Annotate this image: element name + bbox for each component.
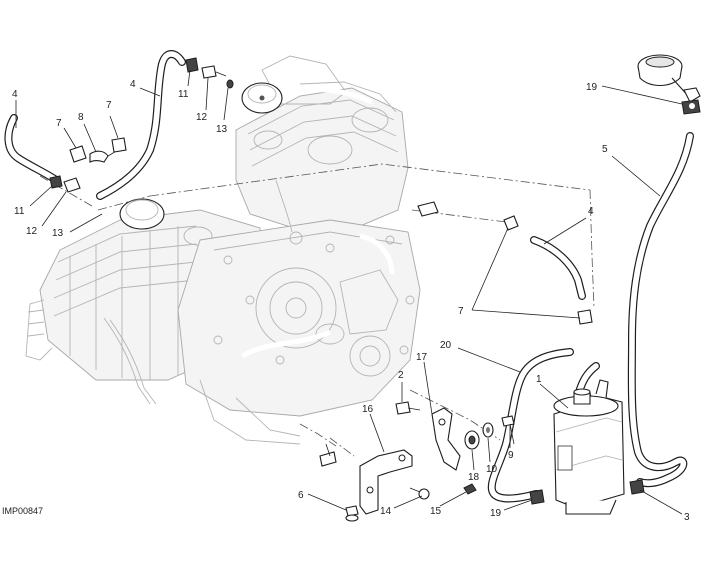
callout-13: 13 [216, 124, 228, 135]
washer-13-top [226, 79, 234, 89]
callout-4: 4 [130, 79, 136, 90]
clamp-3 [629, 479, 645, 495]
hose-4-upper [96, 50, 186, 200]
callout-4: 4 [588, 206, 594, 217]
clamp-19-lower [529, 489, 545, 505]
callout-15: 15 [430, 506, 442, 517]
callout-18: 18 [468, 472, 480, 483]
fitting-12-left [63, 177, 81, 193]
callout-5: 5 [602, 144, 608, 155]
nut-15 [463, 483, 477, 495]
spacer-10 [482, 422, 494, 438]
callout-20: 20 [440, 340, 452, 351]
reference-code: IMP00847 [2, 506, 43, 516]
screw-2 [395, 401, 421, 415]
callout-8: 8 [78, 112, 84, 123]
callout-17: 17 [416, 352, 428, 363]
leader-lines [15, 69, 683, 515]
callout-4: 4 [12, 89, 18, 100]
callout-12: 12 [196, 112, 208, 123]
callout-7: 7 [106, 100, 112, 111]
callout-11: 11 [178, 89, 189, 100]
parts [49, 54, 701, 522]
hose-5 [627, 132, 694, 488]
callout-19: 19 [490, 508, 502, 519]
hose-4-left [4, 114, 60, 184]
bracket-16 [359, 449, 413, 515]
fitting-7-lower-right [577, 309, 593, 325]
callout-16: 16 [362, 404, 374, 415]
callout-7: 7 [56, 118, 62, 129]
callout-labels: 4 4 4 11 12 13 7 8 7 11 12 13 19 5 7 20 … [12, 79, 690, 523]
callout-14: 14 [380, 506, 392, 517]
screw-9 [501, 415, 515, 445]
screw-6 [345, 505, 359, 522]
callout-1: 1 [536, 374, 542, 385]
hose-20 [487, 348, 574, 503]
sensor-connector [417, 201, 439, 217]
bracket-17 [431, 407, 461, 471]
engine-assembly [25, 55, 421, 445]
callout-9: 9 [508, 450, 514, 461]
clamp-11-left [49, 175, 63, 189]
fitting-8 [89, 149, 119, 163]
callout-6: 6 [298, 490, 304, 501]
hose-4-right [530, 236, 586, 300]
small-hose-connector [319, 443, 337, 467]
callout-2: 2 [398, 370, 404, 381]
grommet-18 [464, 430, 480, 450]
callout-12: 12 [26, 226, 38, 237]
callout-10: 10 [486, 464, 498, 475]
fitting-7-left-a [69, 145, 87, 163]
fitting-7-left-b [111, 137, 127, 153]
charcoal-canister [553, 379, 625, 515]
callout-7: 7 [458, 306, 464, 317]
clamp-11-top [185, 57, 199, 73]
fitting-7-upper-right [503, 215, 519, 231]
callout-3: 3 [684, 512, 690, 523]
callout-13: 13 [52, 228, 64, 239]
callout-19: 19 [586, 82, 598, 93]
callout-11: 11 [14, 206, 25, 217]
fitting-12-top [201, 65, 227, 79]
clamp-19-upper [681, 99, 701, 115]
vent-filter-cap [637, 54, 701, 105]
